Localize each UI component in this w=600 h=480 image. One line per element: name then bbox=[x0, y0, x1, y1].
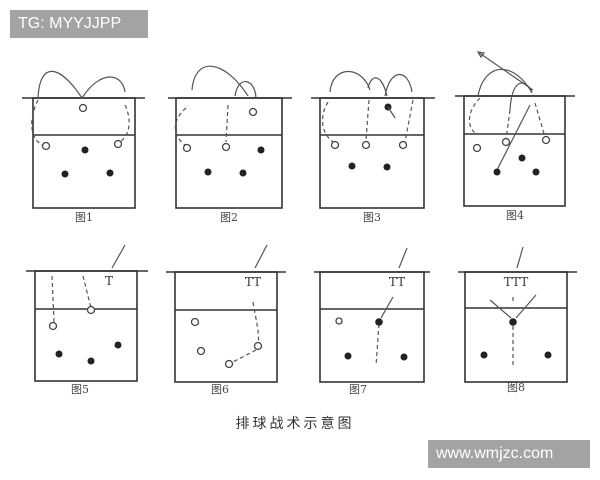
figure-label: 图3 bbox=[363, 211, 381, 224]
blocker-marker: TTT bbox=[504, 275, 528, 289]
figure-5: T 图5 bbox=[26, 244, 148, 396]
figure-3: 图3 bbox=[311, 70, 435, 224]
figure-label: 图2 bbox=[220, 211, 238, 224]
figure-label: 图1 bbox=[75, 211, 93, 224]
figure-label: 图4 bbox=[506, 209, 524, 222]
blocker-marker: T bbox=[105, 274, 113, 288]
watermark-top-left: TG: MYYJJPP bbox=[10, 10, 148, 38]
watermark-bottom-right: www.wmjzc.com bbox=[428, 440, 590, 468]
figure-4: 图4 bbox=[455, 51, 575, 222]
diagram-caption: 排球战术示意图 bbox=[236, 415, 355, 432]
figure-2: 图2 bbox=[168, 65, 292, 224]
blocker-marker: TT bbox=[245, 275, 261, 289]
figure-7: TT 图7 bbox=[314, 247, 430, 396]
figure-label: 图8 bbox=[507, 381, 525, 394]
figure-label: 图5 bbox=[71, 383, 89, 396]
figure-label: 图6 bbox=[211, 383, 229, 396]
figure-label: 图7 bbox=[349, 383, 367, 396]
figure-1: 图1 bbox=[22, 70, 145, 224]
figure-8: TTT 图8 bbox=[458, 246, 577, 394]
blocker-marker: TT bbox=[389, 275, 405, 289]
figure-6: TT 图6 bbox=[166, 244, 286, 396]
